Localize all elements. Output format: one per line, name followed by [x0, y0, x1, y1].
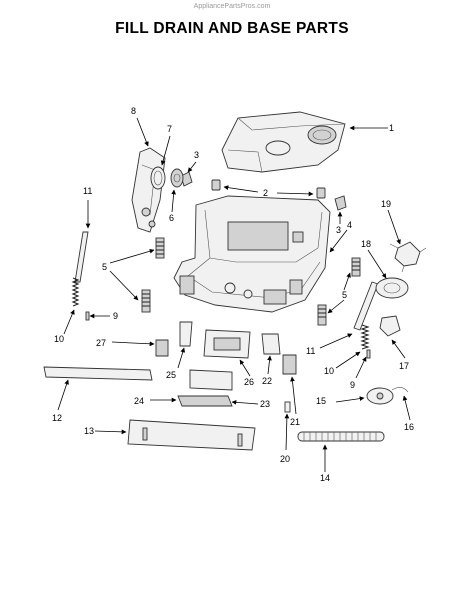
leader-10a — [63, 309, 75, 335]
callout-21: 21 — [290, 417, 300, 427]
part-2-clip-left[interactable] — [211, 179, 221, 191]
part-14-drain-hose[interactable] — [297, 431, 385, 442]
callout-5-left: 5 — [102, 262, 107, 272]
callout-8: 8 — [131, 106, 136, 116]
leader-16 — [402, 395, 411, 421]
callout-11-left: 11 — [83, 186, 92, 196]
callout-24: 24 — [134, 396, 144, 406]
callout-17: 17 — [399, 361, 409, 371]
base-frame — [173, 195, 331, 313]
part-6-nut[interactable] — [170, 168, 184, 188]
callout-6: 6 — [169, 213, 174, 223]
part-5-leg-upper-left[interactable] — [155, 237, 165, 259]
leader-13 — [94, 429, 127, 435]
part-20-clip[interactable] — [284, 401, 291, 413]
callout-15: 15 — [316, 396, 326, 406]
callout-23: 23 — [260, 399, 270, 409]
part-5-leg-lower-left[interactable] — [141, 289, 151, 313]
part-1-fill-housing[interactable] — [221, 111, 346, 173]
part-11-rod-right[interactable] — [353, 281, 379, 331]
callout-16: 16 — [404, 422, 414, 432]
callout-1: 1 — [389, 123, 394, 133]
part-17-cap[interactable] — [379, 315, 401, 337]
leader-20 — [284, 413, 290, 451]
leader-26 — [239, 359, 251, 377]
part-25-bracket[interactable] — [179, 321, 193, 347]
leader-22 — [267, 355, 272, 375]
leader-9b — [355, 356, 367, 379]
part-8-valve-bracket[interactable] — [131, 147, 166, 233]
callout-25: 25 — [166, 370, 176, 380]
part-5-leg-upper-right[interactable] — [351, 257, 361, 277]
leader-11b — [319, 333, 353, 349]
part-7-o-ring[interactable] — [150, 166, 166, 190]
leader-23 — [231, 399, 259, 405]
callout-5-right: 5 — [342, 290, 347, 300]
leader-4 — [329, 229, 348, 253]
callout-9-left: 9 — [113, 311, 118, 321]
leader-19 — [387, 209, 401, 245]
part-22-bracket[interactable] — [261, 333, 281, 355]
part-13-toe-panel[interactable] — [127, 419, 256, 451]
part-16-wire[interactable] — [391, 387, 409, 393]
leader-6 — [171, 189, 176, 213]
leader-12 — [57, 379, 69, 411]
part-15-disc[interactable] — [366, 387, 394, 405]
part-19-bracket[interactable] — [389, 241, 427, 273]
part-21-sensor[interactable] — [282, 354, 297, 375]
part-10-spring-right[interactable] — [360, 324, 370, 350]
callout-2: 2 — [263, 188, 268, 198]
leader-2b — [276, 191, 314, 197]
callout-26: 26 — [244, 377, 254, 387]
diagram-title: FILL DRAIN AND BASE PARTS — [115, 20, 349, 37]
part-9-pin-left[interactable] — [85, 311, 90, 321]
part-24-connector[interactable] — [177, 395, 233, 407]
part-27-switch[interactable] — [155, 339, 169, 357]
part-26-board[interactable] — [203, 329, 251, 359]
leader-5c — [343, 272, 351, 291]
leader-7 — [160, 135, 171, 166]
callout-4: 4 — [347, 220, 352, 230]
leader-5b — [109, 270, 139, 301]
callout-11-right: 11 — [306, 346, 315, 356]
callout-10-left: 10 — [54, 334, 64, 344]
callout-18: 18 — [361, 239, 371, 249]
part-23-cover[interactable] — [189, 369, 233, 391]
callout-9-right: 9 — [350, 380, 355, 390]
leader-27 — [111, 341, 155, 347]
part-2-clip-right[interactable] — [316, 187, 326, 199]
leader-8 — [136, 117, 149, 147]
leader-15 — [335, 396, 365, 403]
leader-18 — [367, 249, 387, 279]
part-18-wheel[interactable] — [375, 277, 409, 299]
part-10-spring-left[interactable] — [71, 277, 80, 307]
part-11-rod-left[interactable] — [74, 231, 89, 283]
part-3-bracket-upper[interactable] — [180, 171, 193, 187]
leader-25 — [177, 347, 186, 369]
callout-3-lower: 3 — [336, 225, 341, 235]
callout-14: 14 — [320, 473, 330, 483]
callout-12: 12 — [52, 413, 62, 423]
callout-20: 20 — [280, 454, 290, 464]
callout-22: 22 — [262, 376, 272, 386]
callout-13: 13 — [84, 426, 94, 436]
leader-10b — [335, 351, 361, 369]
callout-10-right: 10 — [324, 366, 334, 376]
callout-3-upper: 3 — [194, 150, 199, 160]
callout-19: 19 — [381, 199, 391, 209]
leader-2a — [223, 185, 259, 193]
leader-21 — [290, 376, 297, 415]
leader-5d — [327, 299, 345, 314]
callout-7: 7 — [167, 124, 172, 134]
leader-17 — [391, 339, 406, 359]
part-5-leg-lower-right[interactable] — [317, 304, 327, 326]
part-3-bracket-right[interactable] — [334, 195, 347, 211]
leader-5a — [109, 248, 155, 264]
callout-27: 27 — [96, 338, 106, 348]
watermark: AppliancePartsPros.com — [193, 3, 271, 10]
leader-3a — [187, 161, 197, 173]
part-12-front-rail[interactable] — [43, 366, 153, 381]
part-9-pin-right[interactable] — [366, 349, 371, 359]
